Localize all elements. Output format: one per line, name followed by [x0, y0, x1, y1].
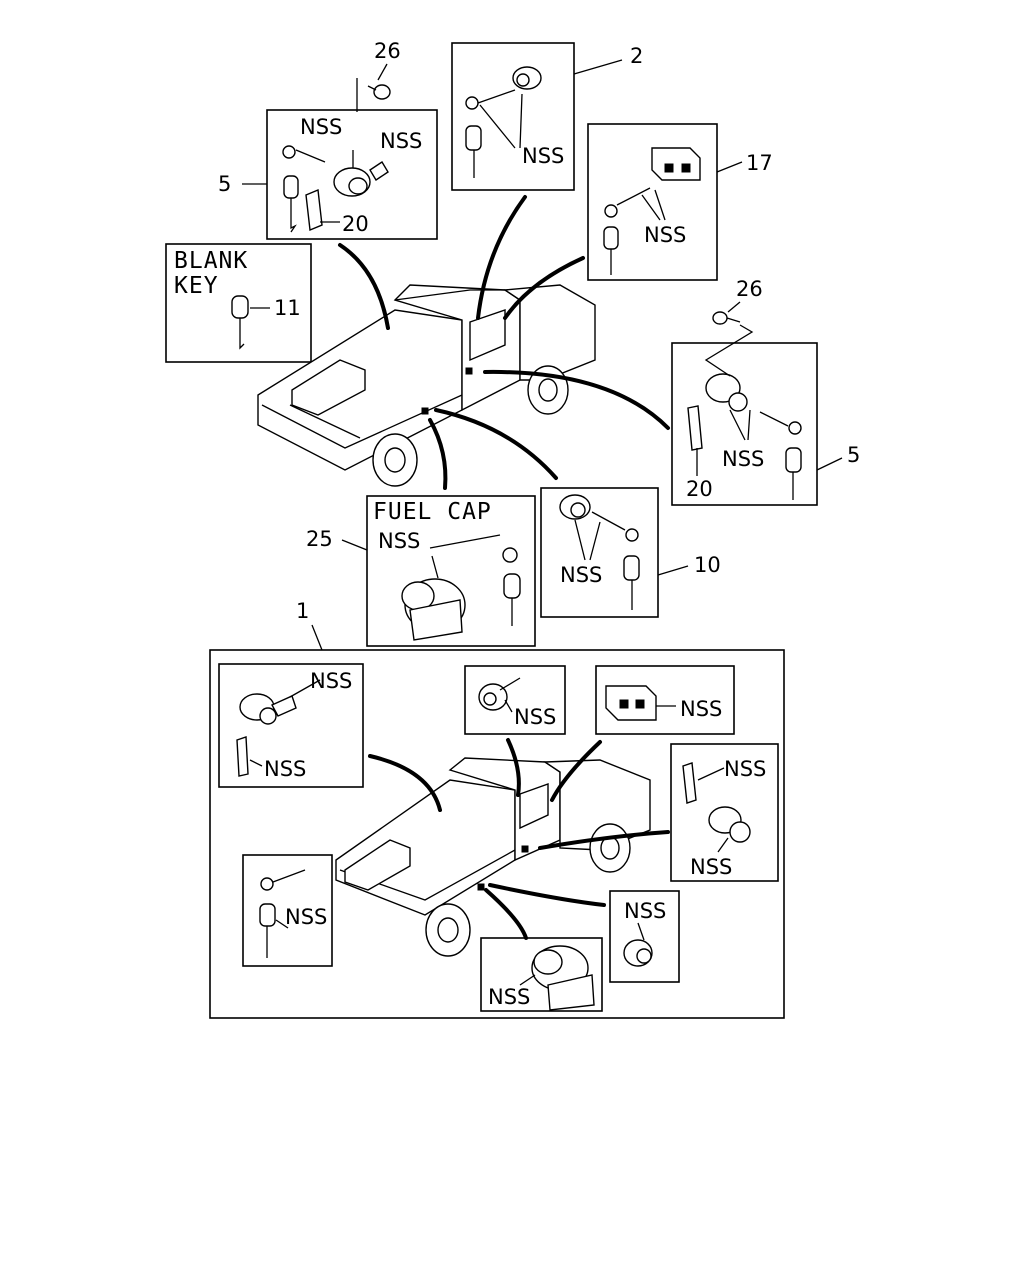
nss-label: NSS [514, 705, 556, 729]
bolt-icon [712, 311, 741, 325]
nss-label: NSS [680, 697, 722, 721]
nss-label: NSS [378, 529, 420, 553]
nss-label: NSS [380, 129, 422, 153]
inner-window-lock-box: NSS [595, 665, 735, 735]
tailgate-lock-box: NSS [451, 42, 575, 191]
rear-window-lock-box: NSS [587, 123, 718, 281]
fuel-cap-box: FUEL CAP NSS [366, 495, 536, 647]
key-icon [282, 145, 326, 233]
callout-11: 11 [274, 296, 301, 320]
callout-26-right: 26 [736, 277, 763, 301]
side-door-lock-box: NSS [540, 487, 659, 618]
inner-tailgate-cylinder-box: NSS [464, 665, 566, 735]
callout-5-right: 5 [847, 443, 860, 467]
right-door-lock-box: NSS 20 [671, 342, 818, 506]
pickup-truck-top [257, 284, 596, 487]
pickup-truck-bottom [335, 757, 651, 957]
nss-label: NSS [560, 563, 602, 587]
callout-20-right: 20 [686, 477, 713, 501]
nss-label: NSS [522, 144, 564, 168]
callout-10: 10 [694, 553, 721, 577]
nss-label: NSS [285, 905, 327, 929]
nss-label: NSS [722, 447, 764, 471]
nss-label: NSS [724, 757, 766, 781]
left-door-lock-box: NSS NSS 20 [266, 109, 438, 240]
fuel-cap-title: FUEL CAP [373, 499, 492, 525]
callout-25: 25 [306, 527, 333, 551]
nss-label: NSS [310, 669, 352, 693]
callout-1: 1 [296, 599, 309, 623]
lock-cylinder-icon [333, 161, 389, 197]
inner-fuel-cap-box: NSS [480, 937, 603, 1012]
blank-key-title: KEY [174, 273, 219, 299]
assembly-box-1 [209, 649, 785, 1019]
callout-5-left: 5 [218, 172, 231, 196]
fuel-cap-icon [401, 578, 466, 641]
blank-key-title: BLANK [174, 248, 248, 274]
nss-label: NSS [624, 899, 666, 923]
nss-label: NSS [690, 855, 732, 879]
inner-door-lock-box: NSS NSS [218, 663, 364, 788]
nss-label: NSS [300, 115, 342, 139]
callout-26-top: 26 [374, 39, 401, 63]
inner-side-cylinder-box: NSS [609, 890, 680, 983]
inner-right-door-lock-box: NSS NSS [670, 743, 779, 882]
nss-label: NSS [644, 223, 686, 247]
inner-keys-box: NSS [242, 854, 333, 967]
blank-key-box: BLANK KEY 11 [165, 243, 312, 363]
nss-label: NSS [488, 985, 530, 1009]
clip-icon [305, 188, 323, 232]
callout-2: 2 [630, 44, 643, 68]
key-icon [231, 295, 249, 350]
callout-17: 17 [746, 151, 773, 175]
bolt-icon [367, 84, 391, 100]
callout-20-left: 20 [342, 212, 369, 236]
nss-label: NSS [264, 757, 306, 781]
